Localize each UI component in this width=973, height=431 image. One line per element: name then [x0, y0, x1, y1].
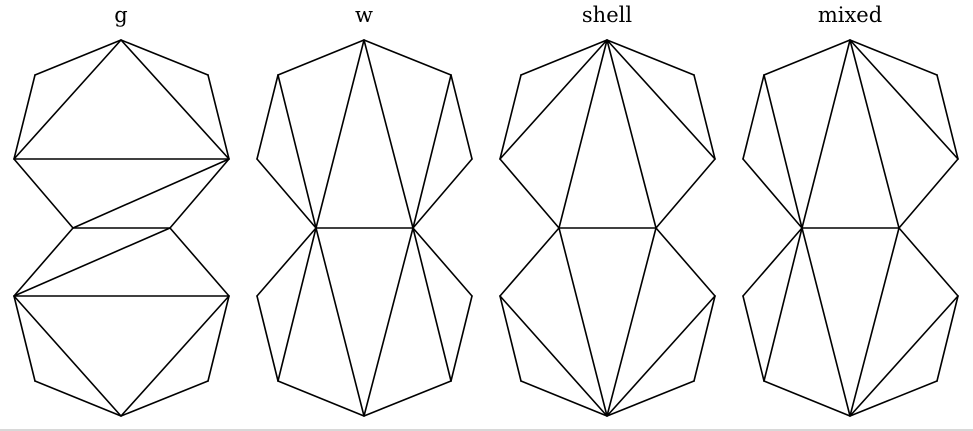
boundary-edge — [34, 39, 122, 76]
boundary-edge — [742, 227, 803, 297]
diagonal-edge — [849, 39, 959, 160]
boundary-edge — [898, 227, 959, 297]
boundary-edge — [606, 39, 695, 76]
boundary-edge — [277, 39, 365, 76]
diagonal-edge — [363, 227, 414, 417]
boundary-edge — [655, 158, 716, 229]
panel-title: w — [355, 3, 373, 27]
triangulation-mesh — [499, 39, 716, 417]
boundary-edge — [207, 295, 230, 382]
panel-title: mixed — [818, 3, 882, 27]
boundary-edge — [606, 380, 695, 417]
diagonal-edge — [120, 295, 230, 417]
boundary-edge — [363, 39, 452, 76]
diagonal-edge — [763, 227, 803, 382]
diagonal-edge — [499, 39, 608, 160]
boundary-edge — [499, 74, 522, 160]
boundary-edge — [450, 295, 473, 382]
diagonal-edge — [13, 227, 171, 297]
boundary-edge — [34, 380, 122, 417]
boundary-edge — [763, 39, 851, 76]
boundary-edge — [450, 74, 473, 160]
boundary-edge — [520, 380, 608, 417]
boundary-edge — [13, 295, 36, 382]
boundary-edge — [256, 295, 279, 382]
diagonal-edge — [277, 227, 317, 382]
boundary-edge — [898, 158, 959, 229]
diagonal-edge — [499, 295, 608, 417]
diagonal-edge — [13, 39, 122, 160]
diagonal-edge — [606, 39, 657, 229]
boundary-edge — [169, 227, 230, 297]
diagonal-edge — [558, 227, 608, 417]
boundary-edge — [256, 158, 317, 229]
boundary-edge — [499, 295, 522, 382]
diagonal-edge — [606, 295, 716, 417]
diagonal-edge — [13, 295, 122, 417]
boundary-edge — [763, 380, 851, 417]
diagonal-edge — [412, 227, 452, 382]
triangulation-mesh — [742, 39, 959, 417]
boundary-edge — [742, 295, 765, 382]
boundary-edge — [120, 380, 209, 417]
boundary-edge — [256, 227, 317, 297]
diagonal-edge — [315, 227, 365, 417]
boundary-edge — [936, 295, 959, 382]
panel-title: g — [114, 3, 127, 27]
diagonal-edge — [849, 295, 959, 417]
diagonal-edge — [363, 39, 414, 229]
panel-w: w — [256, 3, 473, 417]
boundary-edge — [120, 39, 209, 76]
boundary-edge — [13, 74, 36, 160]
boundary-edge — [693, 295, 716, 382]
boundary-edge — [693, 74, 716, 160]
diagonal-edge — [801, 227, 851, 417]
boundary-edge — [499, 158, 560, 229]
boundary-edge — [13, 227, 74, 297]
boundary-edge — [849, 39, 938, 76]
panel-mixed: mixed — [742, 3, 959, 417]
boundary-edge — [412, 158, 473, 229]
boundary-edge — [277, 380, 365, 417]
boundary-edge — [169, 158, 230, 229]
diagonal-edge — [606, 227, 657, 417]
boundary-edge — [363, 380, 452, 417]
diagonal-edge — [849, 227, 900, 417]
diagonal-edge — [412, 74, 452, 229]
bottom-divider — [0, 429, 973, 431]
boundary-edge — [742, 74, 765, 160]
boundary-edge — [520, 39, 608, 76]
diagonal-edge — [606, 39, 716, 160]
boundary-edge — [742, 158, 803, 229]
boundary-edge — [256, 74, 279, 160]
boundary-edge — [412, 227, 473, 297]
diagonal-edge — [849, 39, 900, 229]
boundary-edge — [655, 227, 716, 297]
boundary-edge — [936, 74, 959, 160]
diagonal-edge — [72, 158, 230, 229]
panel-g: g — [13, 3, 230, 417]
panel-shell: shell — [499, 3, 716, 417]
panel-title: shell — [582, 3, 632, 27]
triangulation-mesh — [256, 39, 473, 417]
boundary-edge — [849, 380, 938, 417]
diagonal-edge — [315, 39, 365, 229]
diagonal-edge — [120, 39, 230, 160]
diagonal-edge — [558, 39, 608, 229]
diagonal-edge — [277, 74, 317, 229]
boundary-edge — [499, 227, 560, 297]
boundary-edge — [13, 158, 74, 229]
diagonal-edge — [763, 74, 803, 229]
boundary-edge — [207, 74, 230, 160]
diagonal-edge — [801, 39, 851, 229]
triangulation-mesh — [13, 39, 230, 417]
